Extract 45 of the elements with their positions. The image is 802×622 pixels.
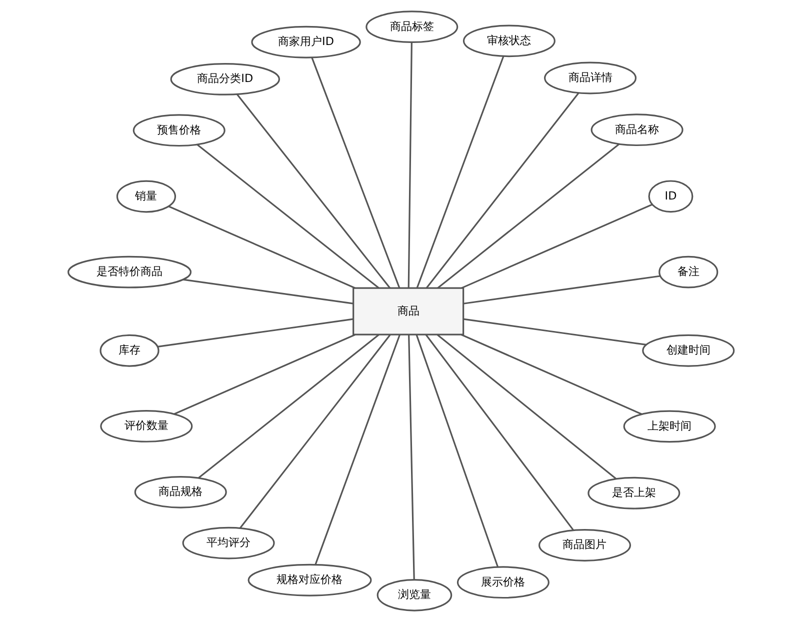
- node-ellipse: 销量: [116, 180, 176, 213]
- connector: [461, 204, 653, 289]
- node-ellipse: 商品分类ID: [170, 63, 280, 96]
- node-ellipse: 平均评分: [182, 526, 275, 560]
- node-ellipse: 商品图片: [538, 529, 632, 562]
- connector: [168, 206, 356, 289]
- connector: [236, 94, 391, 289]
- connector: [463, 318, 646, 346]
- connector: [196, 144, 380, 289]
- connector: [408, 334, 415, 580]
- node-ellipse: 规格对应价格: [248, 564, 372, 596]
- node-ellipse: 评价数量: [100, 410, 193, 442]
- node-ellipse: 商品详情: [544, 62, 637, 94]
- connector: [174, 334, 356, 415]
- connector: [426, 92, 580, 288]
- node-ellipse: 商品规格: [134, 476, 227, 508]
- connector: [311, 57, 400, 288]
- connector: [416, 334, 499, 568]
- node-ellipse: 是否上架: [588, 476, 680, 510]
- node-ellipse: 上架时间: [623, 410, 716, 443]
- node-ellipse: 创建时间: [642, 334, 735, 367]
- connector: [240, 334, 391, 529]
- node-ellipse: 展示价格: [456, 566, 550, 599]
- connector: [425, 334, 574, 531]
- node-ellipse: 预售价格: [132, 114, 226, 147]
- node-ellipse: 商品标签: [366, 10, 458, 44]
- node-ellipse: 审核状态: [462, 24, 556, 58]
- connector: [182, 278, 354, 304]
- connector: [158, 318, 354, 348]
- connector: [463, 275, 660, 304]
- node-ellipse: ID: [648, 180, 694, 213]
- connector: [416, 56, 504, 288]
- node-ellipse: 是否特价商品: [68, 256, 192, 288]
- connector: [460, 334, 642, 415]
- connector: [436, 334, 617, 480]
- connector: [408, 42, 412, 288]
- node-ellipse: 库存: [100, 334, 160, 367]
- node-ellipse: 商家用户ID: [251, 26, 361, 58]
- node-ellipse: 商品名称: [590, 114, 684, 146]
- connector: [314, 334, 400, 565]
- connector: [437, 143, 620, 289]
- connector: [198, 334, 380, 479]
- node-box: 商品: [352, 287, 464, 336]
- node-ellipse: 浏览量: [376, 578, 452, 612]
- node-ellipse: 备注: [658, 256, 718, 288]
